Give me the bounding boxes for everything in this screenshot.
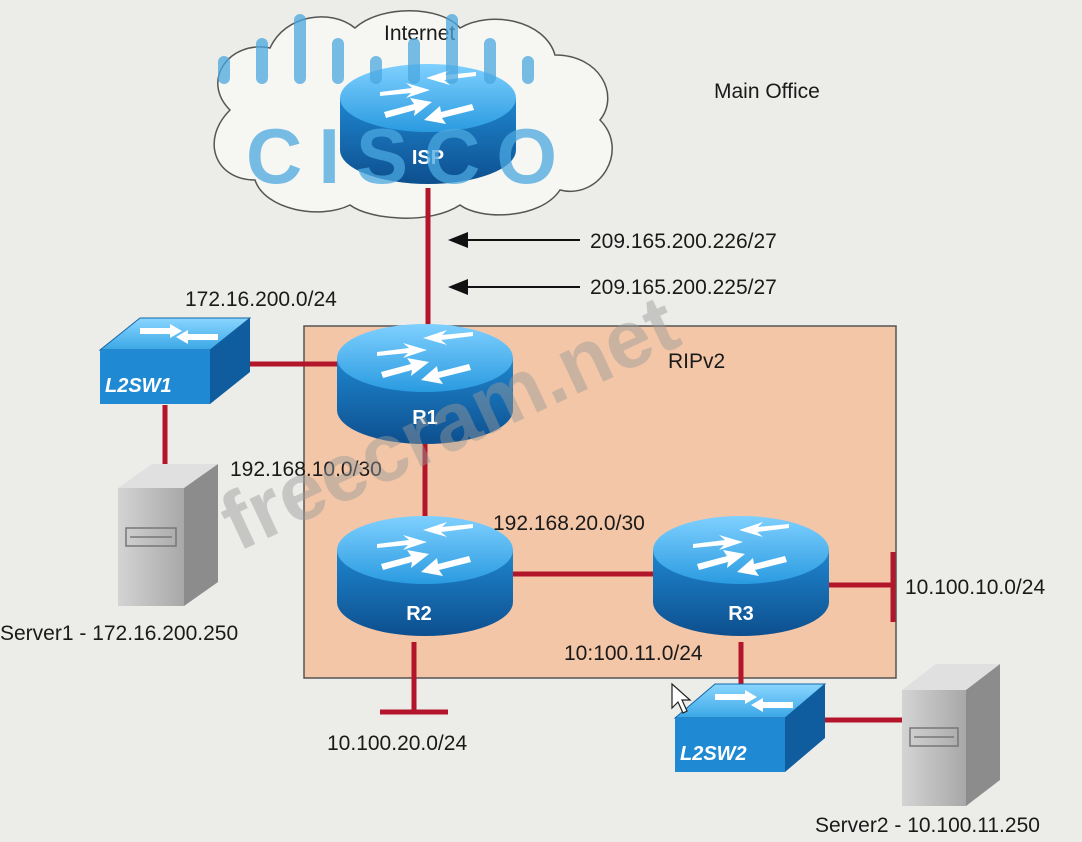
isp-link-r1-side-label: 209.165.200.225/27 bbox=[590, 276, 777, 299]
isp-router-icon: ISP bbox=[340, 64, 516, 184]
r3-l2sw2-network-label: 10:100.11.0/24 bbox=[564, 642, 703, 665]
ripv2-area-label: RIPv2 bbox=[668, 350, 725, 373]
cisco-logo-watermark: CISCO bbox=[218, 14, 573, 200]
server2-icon bbox=[902, 664, 1000, 806]
l2sw1-network-label: 172.16.200.0/24 bbox=[185, 288, 337, 311]
l2sw1-switch-icon: L2SW1 bbox=[98, 317, 252, 404]
r1-address-arrow bbox=[448, 279, 580, 295]
mouse-cursor-icon bbox=[671, 682, 692, 714]
r2-label: R2 bbox=[406, 603, 432, 625]
r2-r3-network-label: 192.168.20.0/30 bbox=[493, 512, 645, 535]
server1-icon bbox=[118, 464, 218, 606]
l2sw2-switch-icon: L2SW2 bbox=[673, 683, 827, 772]
internet-label: Internet bbox=[384, 22, 455, 45]
r2-lan-network-label: 10.100.20.0/24 bbox=[327, 732, 467, 755]
r1-router-icon: R1 bbox=[337, 324, 513, 444]
r3-lan-network-label: 10.100.10.0/24 bbox=[905, 576, 1045, 599]
r2-router-icon: R2 bbox=[337, 516, 513, 636]
isp-label: ISP bbox=[412, 147, 444, 169]
r3-router-icon: R3 bbox=[653, 516, 829, 636]
server1-label: Server1 - 172.16.200.250 bbox=[0, 622, 238, 645]
server2-label: Server2 - 10.100.11.250 bbox=[815, 814, 1040, 837]
r3-label: R3 bbox=[728, 603, 754, 625]
l2sw1-label: L2SW1 bbox=[105, 375, 172, 397]
cisco-logo-text: CISCO bbox=[246, 112, 573, 200]
r1-label: R1 bbox=[412, 407, 438, 429]
main-office-label: Main Office bbox=[714, 80, 820, 103]
isp-address-arrow bbox=[448, 232, 580, 248]
r1-r2-network-label: 192.168.10.0/30 bbox=[230, 458, 382, 481]
isp-link-isp-side-label: 209.165.200.226/27 bbox=[590, 230, 777, 253]
l2sw2-label: L2SW2 bbox=[680, 743, 747, 765]
